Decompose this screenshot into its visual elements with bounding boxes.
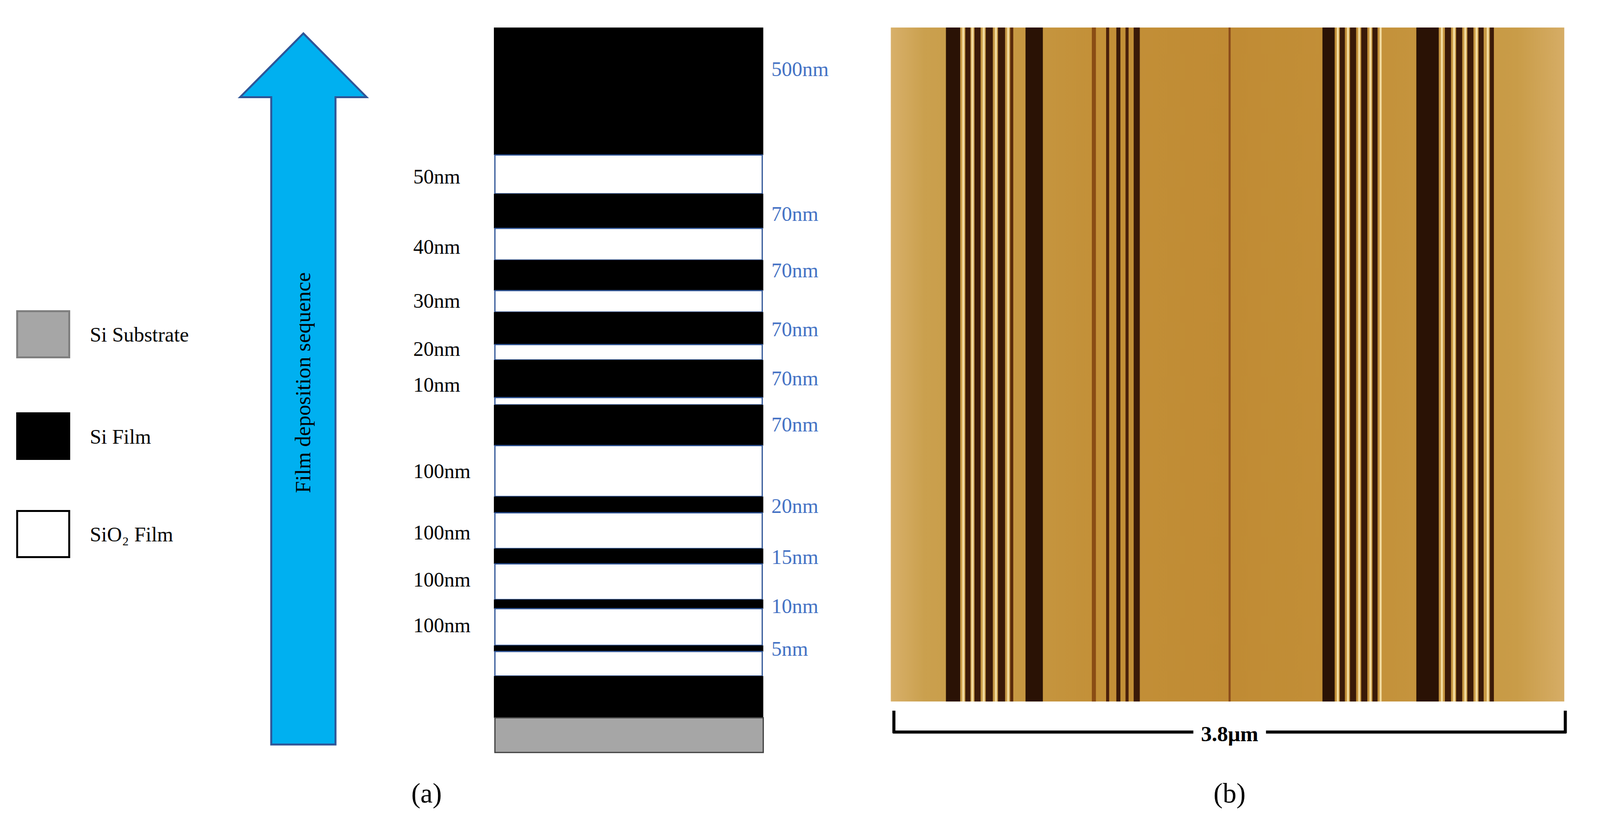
thickness-label: 20nm <box>413 337 461 361</box>
thickness-label: 500nm <box>771 57 829 81</box>
panel-label: (b) <box>1213 778 1246 810</box>
afm-stripe <box>1347 27 1350 702</box>
legend-swatch <box>16 510 71 559</box>
afm-stripe <box>1369 27 1372 702</box>
sio2-film-layer <box>494 397 763 406</box>
sio2-film-layer <box>494 290 763 313</box>
thickness-label: 70nm <box>771 259 819 282</box>
afm-stripe <box>1228 27 1231 702</box>
afm-stripe <box>1091 27 1096 702</box>
afm-stripe <box>1467 27 1474 702</box>
legend-swatch <box>16 310 71 359</box>
thickness-label: 15nm <box>771 545 819 569</box>
legend-swatch <box>16 412 71 461</box>
afm-image <box>890 27 1565 702</box>
thickness-label: 10nm <box>413 373 461 396</box>
scale-bar-tick <box>1563 710 1567 734</box>
afm-stripe <box>1379 27 1382 702</box>
afm-stripe <box>1010 27 1014 702</box>
afm-stripe <box>1416 27 1439 702</box>
afm-stripe <box>1025 27 1043 702</box>
thickness-label: 100nm <box>413 521 471 544</box>
afm-stripe <box>946 27 961 702</box>
sio2-film-layer <box>494 445 763 497</box>
afm-stripe <box>1116 27 1121 702</box>
thickness-label: 40nm <box>413 235 461 259</box>
afm-stripe <box>982 27 985 702</box>
si-film-layer <box>493 193 764 229</box>
afm-stripe <box>1464 27 1467 702</box>
sio2-film-layer <box>494 651 763 677</box>
thickness-label: 10nm <box>771 595 819 618</box>
thickness-label: 100nm <box>413 568 471 591</box>
afm-stripe <box>1478 27 1484 702</box>
si-film-layer <box>493 359 764 398</box>
si-film-layer <box>493 645 764 652</box>
afm-stripe <box>1490 27 1494 702</box>
afm-stripe <box>974 27 981 702</box>
afm-stripe <box>998 27 1006 702</box>
afm-stripe <box>1475 27 1478 702</box>
si-film-layer <box>493 548 764 565</box>
legend-text: Si Film <box>89 425 152 448</box>
si-film-layer <box>493 496 764 514</box>
afm-stripe <box>985 27 994 702</box>
thickness-label: 100nm <box>413 614 471 637</box>
thickness-label: 70nm <box>771 367 819 390</box>
afm-stripe <box>1336 27 1339 702</box>
legend-text: SiO₂ Film <box>89 523 174 546</box>
afm-stripe <box>971 27 974 702</box>
si-film-layer <box>493 405 764 446</box>
sequence-arrow: Film deposition sequence <box>239 32 368 746</box>
sio2-film-layer <box>494 608 763 646</box>
sio2-film-layer <box>494 513 763 549</box>
afm-stripe <box>1006 27 1009 702</box>
arrow-body <box>240 33 367 745</box>
thickness-label: 70nm <box>771 318 819 341</box>
afm-stripe <box>1361 27 1368 702</box>
arrow-caption: Film deposition sequence <box>291 272 316 494</box>
thickness-label: 5nm <box>771 637 809 661</box>
sio2-film-layer <box>494 228 763 260</box>
afm-stripe <box>962 27 965 702</box>
scale-bar-label: 3.8μm <box>1193 722 1267 747</box>
afm-stripe <box>965 27 971 702</box>
afm-background <box>890 27 1565 702</box>
si-film-layer <box>493 676 764 718</box>
si-film-layer <box>493 312 764 345</box>
panel-label: (a) <box>411 778 442 810</box>
sio2-film-layer <box>494 564 763 600</box>
legend-text: Si Substrate <box>89 323 190 347</box>
scale-bar-tick <box>892 710 896 734</box>
afm-stripe <box>1339 27 1345 702</box>
si-film-layer <box>493 260 764 291</box>
afm-stripe <box>1125 27 1129 702</box>
afm-stripe <box>1453 27 1456 702</box>
si-film-layer <box>493 599 764 609</box>
thickness-label: 70nm <box>771 413 819 436</box>
thickness-label: 30nm <box>413 289 461 313</box>
afm-stripe <box>1440 27 1443 702</box>
afm-stripe <box>994 27 997 702</box>
thickness-label: 100nm <box>413 460 471 483</box>
afm-stripe <box>1456 27 1463 702</box>
si-film-layer <box>493 27 764 156</box>
thickness-label: 70nm <box>771 202 819 226</box>
afm-stripe <box>1133 27 1140 702</box>
afm-stripe <box>1486 27 1489 702</box>
thickness-label: 50nm <box>413 164 461 188</box>
afm-stripe <box>1444 27 1451 702</box>
afm-stripe <box>1357 27 1360 702</box>
layer-stack <box>493 27 764 753</box>
sio2-film-layer <box>494 344 763 360</box>
si-substrate <box>494 717 764 753</box>
afm-stripe <box>1372 27 1378 702</box>
afm-stripe <box>1106 27 1110 702</box>
afm-stripe <box>1350 27 1356 702</box>
sio2-film-layer <box>494 155 763 194</box>
thickness-label: 20nm <box>771 494 819 518</box>
afm-stripe <box>1322 27 1335 702</box>
